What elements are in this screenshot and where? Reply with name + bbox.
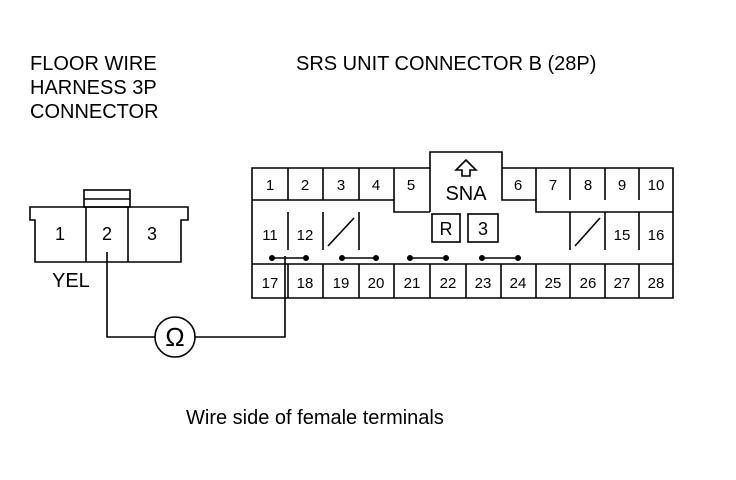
pin-28: 28 <box>648 275 665 292</box>
pin-16: 16 <box>648 227 665 244</box>
pin-7: 7 <box>549 177 557 194</box>
cavity-blank-slash <box>327 217 355 247</box>
pin-23: 23 <box>475 275 492 292</box>
pin-11: 11 <box>262 227 278 244</box>
marker-box-r <box>431 213 461 243</box>
marker-r: R <box>440 219 453 239</box>
floor-connector: 1 2 3 <box>29 189 189 263</box>
floor-connector-title-line-3: CONNECTOR <box>30 101 159 123</box>
caption: Wire side of female terminals <box>186 407 444 429</box>
floor-pin-2: 2 <box>102 224 112 244</box>
shorting-bars <box>269 255 521 261</box>
pin-18: 18 <box>297 275 314 292</box>
pin-21: 21 <box>404 275 421 292</box>
pin-10: 10 <box>648 177 665 194</box>
pin-17: 17 <box>262 275 279 292</box>
pin-9: 9 <box>618 177 626 194</box>
srs-connector: SNA R 3 1 2 3 4 5 6 7 8 9 10 <box>251 151 674 299</box>
marker-3: 3 <box>478 219 488 239</box>
pin-5: 5 <box>407 177 415 194</box>
pin-25: 25 <box>545 275 562 292</box>
ohm-symbol: Ω <box>165 322 184 352</box>
wire-color-label: YEL <box>52 270 90 292</box>
pin-27: 27 <box>614 275 631 292</box>
pin-15: 15 <box>614 227 631 244</box>
pin-1: 1 <box>266 177 274 194</box>
pin-24: 24 <box>510 275 527 292</box>
floor-connector-body <box>29 206 189 263</box>
floor-pin-3: 3 <box>147 224 157 244</box>
pin-8: 8 <box>584 177 592 194</box>
key-label: SNA <box>445 183 487 205</box>
test-lead-to-srs-pin-17 <box>195 256 286 338</box>
floor-pin-1: 1 <box>55 224 65 244</box>
pin-20: 20 <box>368 275 385 292</box>
pin-12: 12 <box>297 227 314 244</box>
marker-box-3 <box>467 213 499 243</box>
pin-19: 19 <box>333 275 350 292</box>
pin-2: 2 <box>301 177 309 194</box>
pin-4: 4 <box>372 177 380 194</box>
test-lead-to-floor-pin-2 <box>106 252 155 338</box>
pin-22: 22 <box>440 275 457 292</box>
pin-6: 6 <box>514 177 522 194</box>
key-arrow-icon <box>454 158 478 177</box>
floor-connector-title-line-1: FLOOR WIRE <box>30 53 157 75</box>
srs-row1-left-edge <box>252 199 430 213</box>
srs-connector-title: SRS UNIT CONNECTOR B (28P) <box>296 53 596 75</box>
pin-3: 3 <box>337 177 345 194</box>
floor-connector-title-line-2: HARNESS 3P <box>30 77 157 99</box>
ohmmeter-icon <box>154 316 196 358</box>
pin-26: 26 <box>580 275 597 292</box>
cavity-blank-slash <box>574 217 601 247</box>
